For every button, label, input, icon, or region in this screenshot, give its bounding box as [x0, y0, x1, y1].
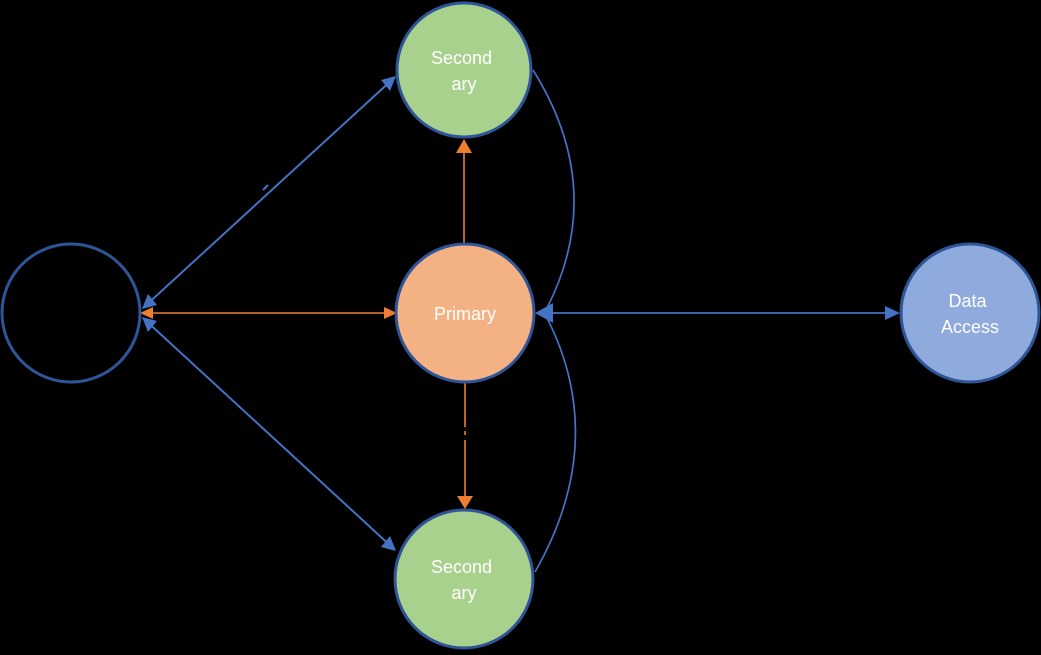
connector-dash-artifact-top [262, 184, 269, 191]
data-access-label: Data Access [941, 291, 999, 337]
secondary-bottom-label-line1: Second [431, 557, 492, 577]
arrowhead-into-secondary-bottom-orange [457, 496, 473, 509]
arrowhead-into-primary-blue [535, 303, 553, 323]
secondary-top-label-line2: ary [451, 74, 476, 94]
arrowhead-into-secondary-bottom-diagonal [381, 536, 396, 551]
connector-arc-secondary-top-to-primary [532, 69, 575, 311]
node-left-circle [0, 242, 142, 384]
primary-label: Primary [434, 304, 496, 324]
node-secondary-bottom [393, 508, 535, 650]
secondary-top-label-line1: Second [431, 48, 492, 68]
primary-label-line1: Primary [434, 304, 496, 324]
arrowhead-into-left-from-bottom [142, 317, 157, 332]
node-secondary-top [395, 1, 533, 139]
connector-left-to-secondary-bottom [142, 317, 395, 550]
secondary-bottom-label: Second ary [431, 557, 497, 603]
arrowhead-into-secondary-top-diagonal [381, 76, 396, 91]
node-data-access [899, 242, 1041, 384]
secondary-bottom-label-line2: ary [451, 583, 476, 603]
arrowhead-into-secondary-top-orange [456, 139, 472, 153]
arrowhead-into-primary-orange [384, 307, 397, 319]
secondary-top-label: Second ary [431, 48, 497, 94]
arrowhead-into-left-from-top [142, 294, 157, 309]
data-access-label-line2: Access [941, 317, 999, 337]
connector-left-to-secondary-top [142, 77, 395, 309]
connector-arc-secondary-bottom-to-primary [534, 315, 577, 573]
arrowhead-into-left-orange [140, 307, 153, 319]
arrowhead-into-data-access [885, 306, 900, 320]
data-access-label-line1: Data [948, 291, 987, 311]
node-primary [394, 242, 536, 384]
